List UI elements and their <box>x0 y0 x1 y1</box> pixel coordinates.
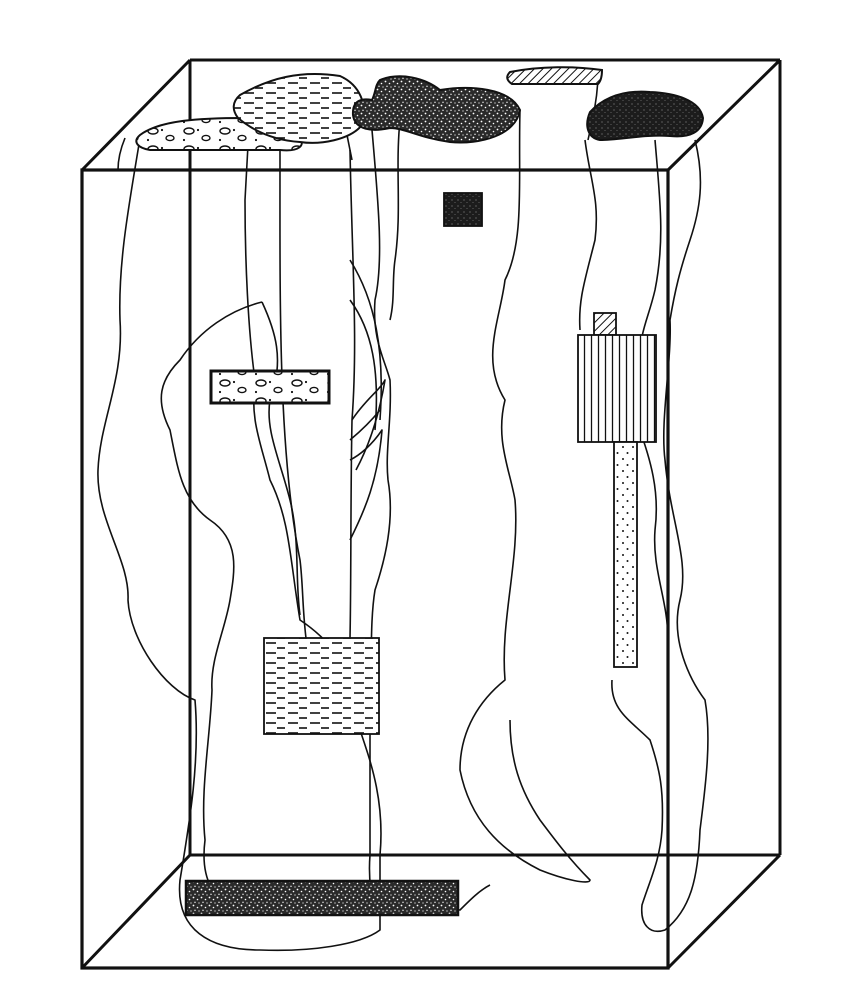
top-body-hatch <box>506 66 604 85</box>
body-central-outline <box>279 149 321 701</box>
top-surface-bodies <box>135 66 705 152</box>
box-back-frame <box>80 58 782 970</box>
sample-small-hatch <box>593 312 617 336</box>
body-inner-lens-outline <box>160 301 263 906</box>
body-left-outline <box>97 137 382 952</box>
sample-dashes <box>263 637 380 735</box>
top-body-stippled <box>351 75 522 144</box>
sample-vertical-lines <box>577 334 657 443</box>
box-front-frame <box>80 168 670 970</box>
sample-dots-column <box>613 441 638 668</box>
body-outlines <box>97 79 709 952</box>
sample-small-dark-square <box>443 192 483 227</box>
body-middle-outline <box>371 129 392 481</box>
sample-dark-stipple-bar <box>184 879 460 917</box>
sample-blocks <box>184 192 657 917</box>
top-body-dark <box>586 90 705 142</box>
top-body-dashes <box>232 73 365 144</box>
sample-pebbles <box>209 369 331 405</box>
